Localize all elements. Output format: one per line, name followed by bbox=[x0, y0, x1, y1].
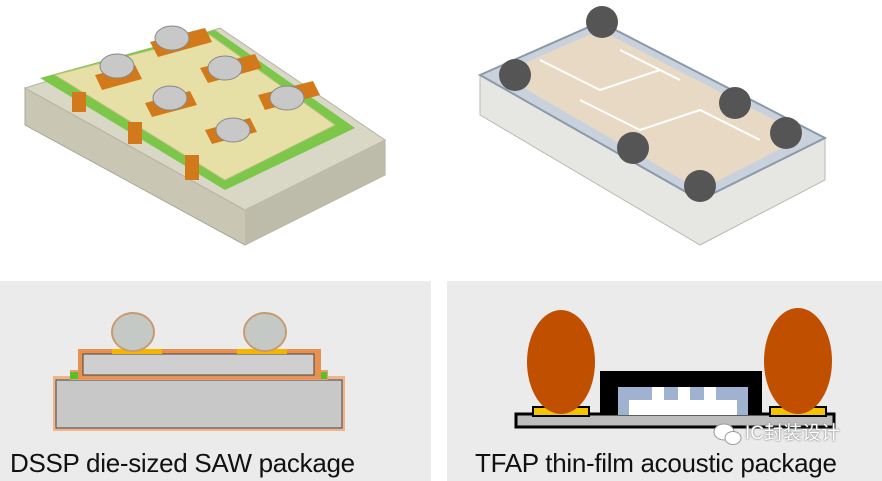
solder-ball bbox=[111, 312, 155, 352]
solder-ball bbox=[527, 310, 595, 414]
solder-balls bbox=[499, 6, 802, 202]
dssp-3d-package bbox=[23, 25, 386, 246]
solder-balls bbox=[99, 25, 305, 143]
wechat-icon bbox=[713, 423, 742, 445]
tfap-3d-package bbox=[477, 6, 828, 246]
tfap-cross-section bbox=[514, 308, 836, 445]
dssp-cross-section bbox=[53, 312, 345, 431]
watermark: IC封装设计 bbox=[745, 423, 841, 444]
solder-ball bbox=[243, 312, 287, 352]
dssp-caption: DSSP die-sized SAW package bbox=[10, 448, 355, 478]
solder-ball bbox=[764, 308, 832, 414]
tfap-caption: TFAP thin-film acoustic package bbox=[475, 448, 837, 478]
